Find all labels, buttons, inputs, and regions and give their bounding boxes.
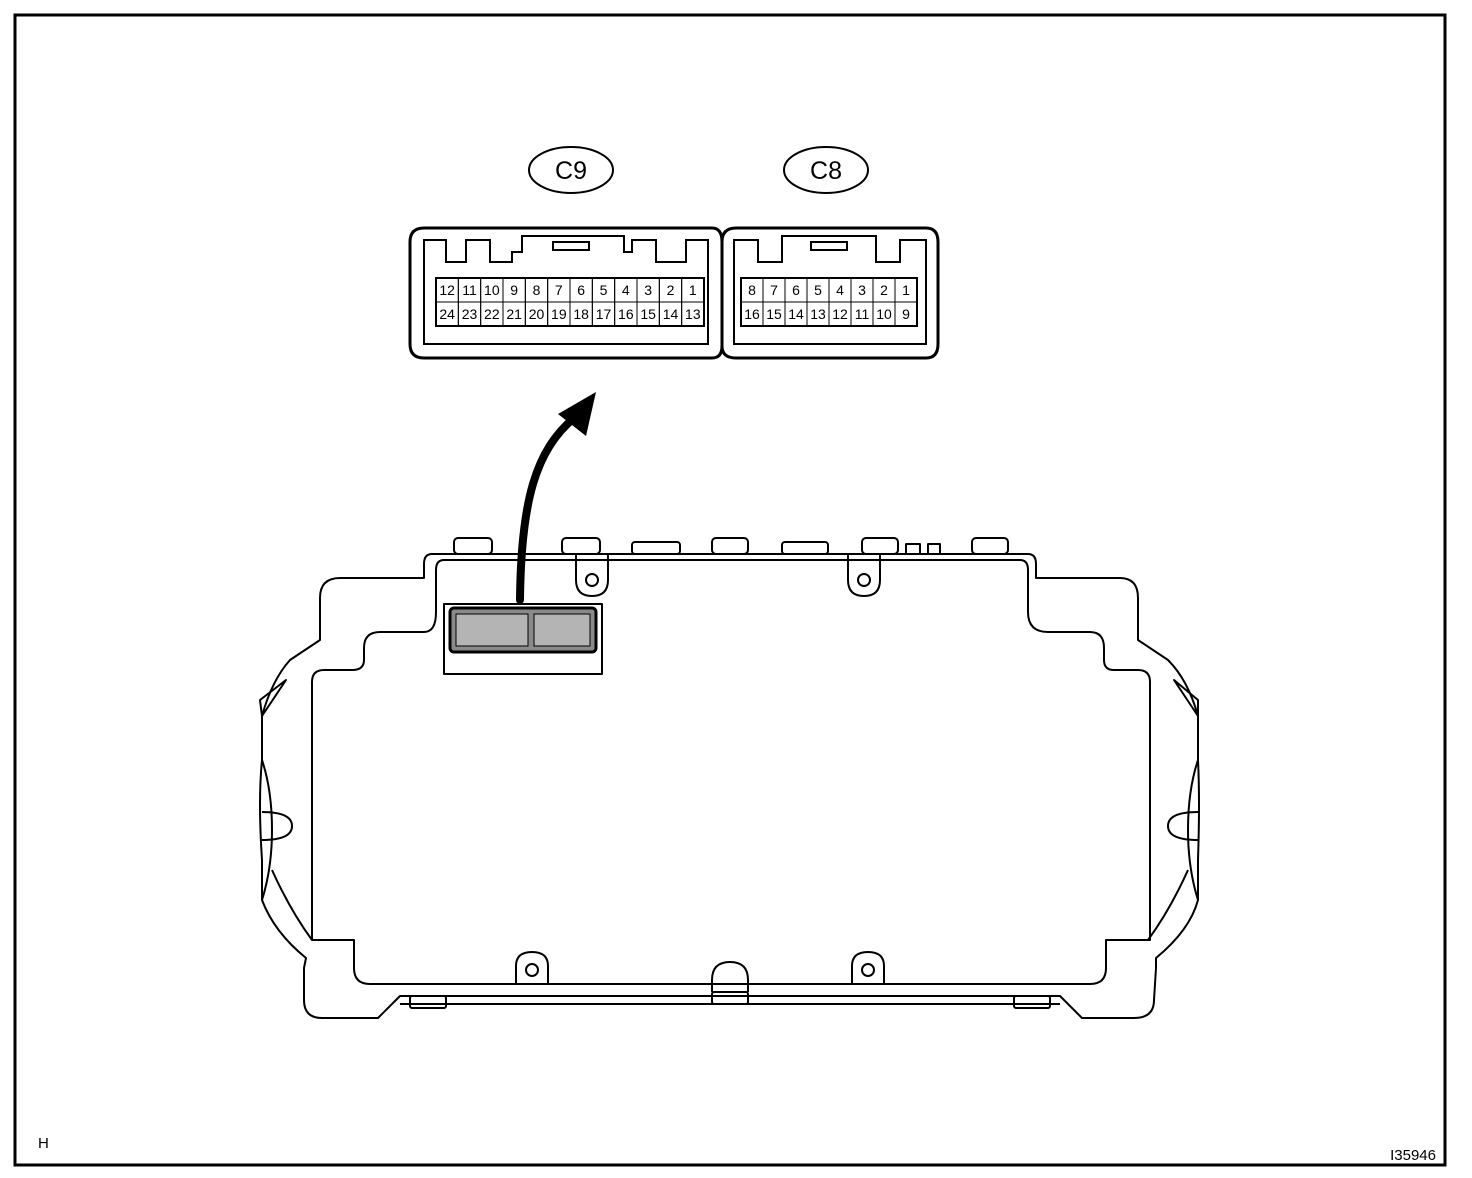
c8-label: C8 <box>810 157 842 185</box>
pin-number: 22 <box>484 306 500 322</box>
pin-number: 15 <box>640 306 656 322</box>
pin-number: 9 <box>902 306 910 322</box>
pin-number: 17 <box>596 306 612 322</box>
arrow <box>516 392 596 604</box>
connector-label-c9: C9 <box>528 146 614 194</box>
housing-connector <box>448 606 598 654</box>
pin-number: 14 <box>788 306 804 322</box>
connector-c9-face <box>408 226 724 360</box>
pin-number: 7 <box>555 282 563 298</box>
pin-number: 9 <box>510 282 518 298</box>
pin-number: 1 <box>902 282 910 298</box>
pin-cell <box>681 301 705 327</box>
pin-number: 12 <box>832 306 848 322</box>
connector-label-c8: C8 <box>783 146 869 194</box>
pin-number: 16 <box>744 306 760 322</box>
pin-number: 19 <box>551 306 567 322</box>
pin-number: 6 <box>577 282 585 298</box>
pin-number: 10 <box>484 282 500 298</box>
figure-frame <box>13 13 1447 1167</box>
pin-number: 5 <box>814 282 822 298</box>
pin-number: 1 <box>689 282 697 298</box>
pin-number: 23 <box>462 306 478 322</box>
pin-number: 16 <box>618 306 634 322</box>
corner-mark-left: H <box>38 1135 49 1152</box>
pin-number: 20 <box>529 306 545 322</box>
pin-number: 13 <box>810 306 826 322</box>
pin-number: 4 <box>622 282 630 298</box>
pin-number: 7 <box>770 282 778 298</box>
pin-number: 21 <box>506 306 522 322</box>
pin-number: 13 <box>685 306 701 322</box>
pin-number: 11 <box>462 282 477 298</box>
pin-number: 2 <box>880 282 888 298</box>
figure-id: I35946 <box>1390 1147 1436 1164</box>
pin-number: 4 <box>836 282 844 298</box>
pin-number: 8 <box>533 282 541 298</box>
pin-number: 14 <box>663 306 679 322</box>
pin-number: 18 <box>573 306 589 322</box>
c9-label: C9 <box>555 157 587 185</box>
meter-housing <box>259 537 1200 1019</box>
pin-number: 15 <box>766 306 782 322</box>
pin-number: 6 <box>792 282 800 298</box>
pin-number: 12 <box>439 282 455 298</box>
pin-number: 5 <box>600 282 608 298</box>
pin-number: 3 <box>858 282 866 298</box>
pin-number: 11 <box>855 306 870 322</box>
pin-number: 8 <box>748 282 756 298</box>
pin-cell <box>894 301 918 327</box>
pin-number: 24 <box>439 306 455 322</box>
pin-number: 10 <box>876 306 892 322</box>
pin-number: 3 <box>644 282 652 298</box>
pin-number: 2 <box>667 282 675 298</box>
